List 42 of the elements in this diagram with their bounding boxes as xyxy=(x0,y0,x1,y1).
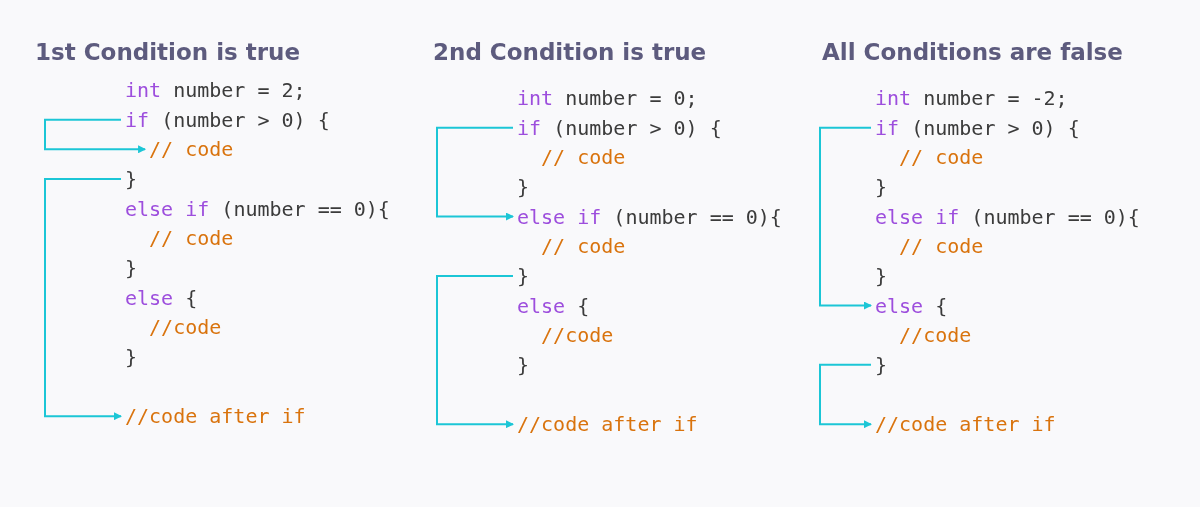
code-comment: //code xyxy=(899,322,972,349)
code-comment: //code after if xyxy=(125,403,306,430)
code-line: int number = 0; xyxy=(517,85,698,111)
flow-arrow xyxy=(436,126,514,221)
code-line: } xyxy=(875,351,888,378)
code-line: } xyxy=(517,262,530,289)
code-comment: // code xyxy=(899,144,984,171)
code-line: if (number > 0) { xyxy=(125,106,330,133)
code-line: else { xyxy=(875,292,948,319)
flow-arrow xyxy=(819,363,872,429)
code-line: else { xyxy=(517,292,590,319)
code-line: int number = -2; xyxy=(875,85,1068,111)
code-line: } xyxy=(125,254,138,281)
code-line: else if (number == 0){ xyxy=(125,195,390,222)
panel-heading: 1st Condition is true xyxy=(35,38,301,67)
code-line: else if (number == 0){ xyxy=(517,203,782,230)
code-line: } xyxy=(125,165,138,192)
panel-heading: 2nd Condition is true xyxy=(433,38,707,67)
code-comment: // code xyxy=(149,136,234,163)
panel-heading: All Conditions are false xyxy=(822,38,1123,67)
code-comment: // code xyxy=(541,233,626,260)
code-line: } xyxy=(875,262,888,289)
code-comment: // code xyxy=(899,233,984,260)
code-line: } xyxy=(875,173,888,200)
flow-arrow xyxy=(819,126,872,310)
code-line: } xyxy=(517,351,530,378)
code-line: if (number > 0) { xyxy=(517,114,722,141)
code-line: int number = 2; xyxy=(125,77,306,103)
code-line: if (number > 0) { xyxy=(875,114,1080,141)
code-comment: // code xyxy=(149,225,234,252)
flow-arrow xyxy=(436,274,514,429)
code-comment: //code xyxy=(541,322,614,349)
code-line: } xyxy=(125,343,138,370)
code-line: else if (number == 0){ xyxy=(875,203,1140,230)
flow-arrow xyxy=(44,118,147,154)
code-comment: //code after if xyxy=(875,411,1056,438)
code-comment: // code xyxy=(541,144,626,171)
code-comment: //code after if xyxy=(517,411,698,438)
code-line: else { xyxy=(125,284,198,311)
code-comment: //code xyxy=(149,314,222,341)
code-line: } xyxy=(517,173,530,200)
flow-arrow xyxy=(44,177,122,421)
